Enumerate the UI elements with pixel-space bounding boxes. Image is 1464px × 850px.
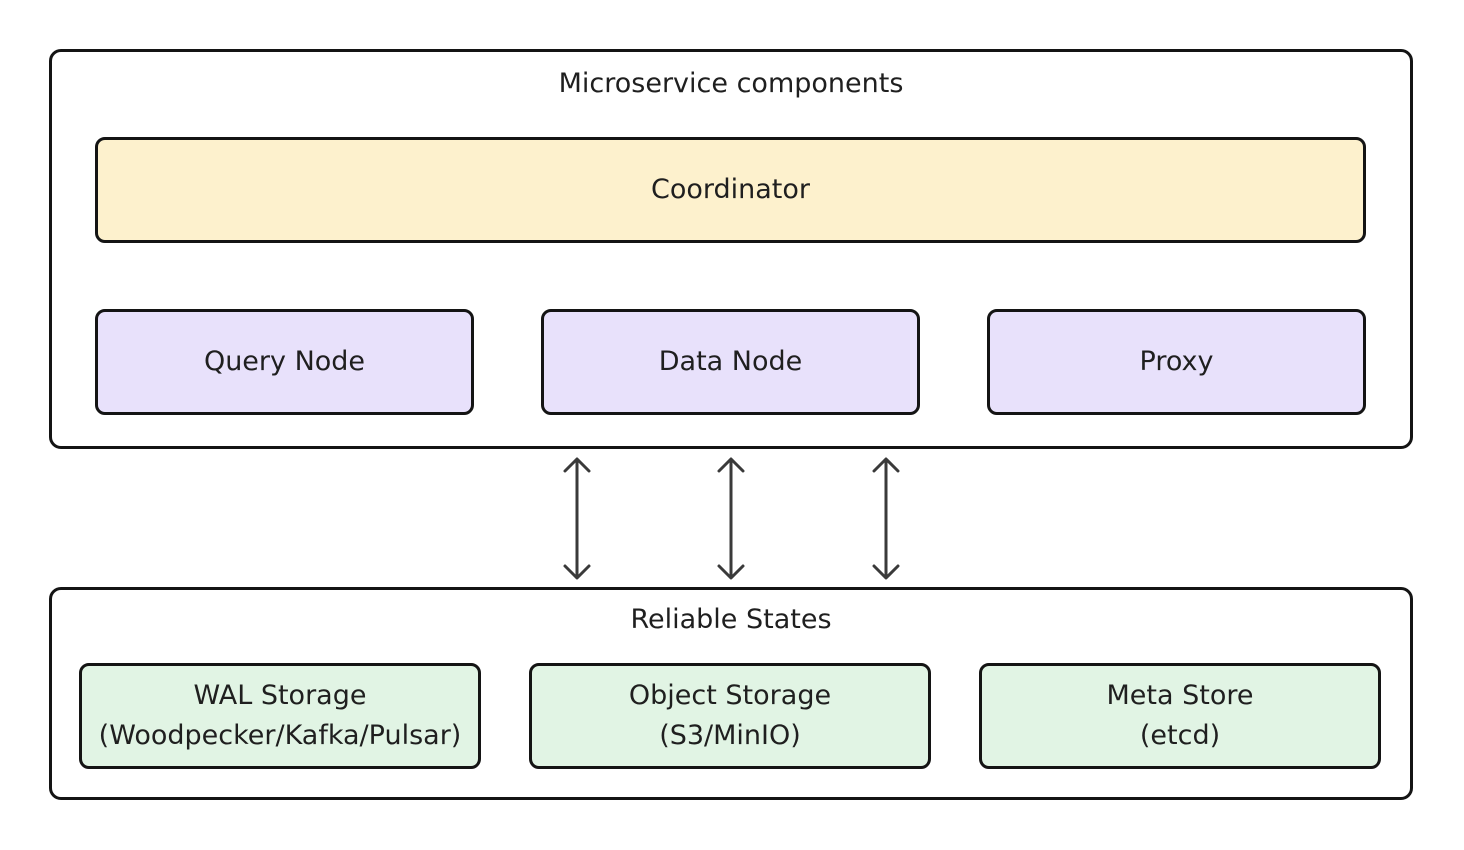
object-storage-detail: (S3/MinIO) (659, 720, 801, 751)
arrow-right (872, 457, 900, 580)
coordinator-label: Coordinator (650, 174, 811, 205)
object-storage-label: Object Storage (628, 680, 832, 711)
query-node-box[interactable]: Query Node (95, 309, 474, 415)
meta-store-detail: (etcd) (1139, 720, 1221, 751)
proxy-label: Proxy (1139, 346, 1214, 377)
microservice-components-title: Microservice components (558, 68, 904, 99)
wal-storage-detail: (Woodpecker/Kafka/Pulsar) (98, 720, 462, 751)
wal-storage-box[interactable]: WAL Storage (Woodpecker/Kafka/Pulsar) (79, 663, 481, 769)
arrow-center (717, 457, 745, 580)
data-node-label: Data Node (658, 346, 803, 377)
meta-store-label: Meta Store (1106, 680, 1254, 711)
reliable-states-title: Reliable States (630, 604, 832, 635)
proxy-box[interactable]: Proxy (987, 309, 1366, 415)
wal-storage-label: WAL Storage (193, 680, 367, 711)
coordinator-box[interactable]: Coordinator (95, 137, 1366, 243)
data-node-box[interactable]: Data Node (541, 309, 920, 415)
query-node-label: Query Node (203, 346, 366, 377)
object-storage-box[interactable]: Object Storage (S3/MinIO) (529, 663, 931, 769)
arrow-left (563, 457, 591, 580)
meta-store-box[interactable]: Meta Store (etcd) (979, 663, 1381, 769)
